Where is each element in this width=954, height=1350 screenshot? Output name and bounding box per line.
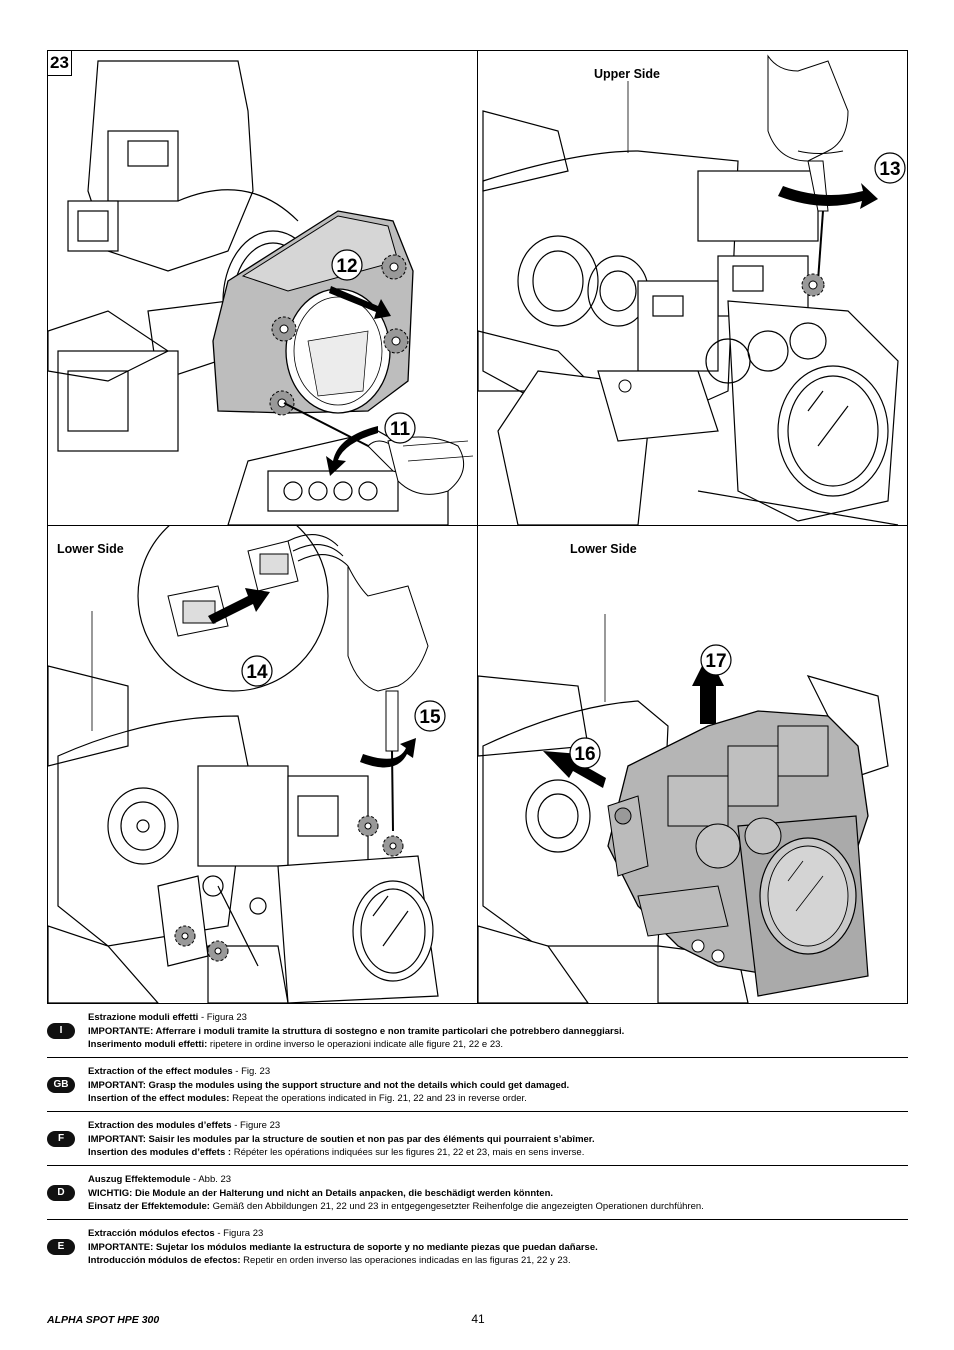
illustration-cover-removal: 11 12 — [48, 60, 474, 525]
instr-important: IMPORTANTE: Sujetar los módulos mediante… — [88, 1241, 598, 1253]
lang-badge-es: E — [47, 1239, 75, 1255]
panel-upper-side: 13 Upper Side — [478, 51, 907, 525]
effect-module-assembly — [607, 710, 869, 997]
figure-number: 23 — [48, 51, 72, 76]
instruction-italian: I Estrazione moduli effetti - Figura 23 … — [47, 1009, 908, 1063]
instruction-french: F Extraction des modules d’effets - Figu… — [47, 1117, 908, 1171]
instr-insert-text: ripetere in ordine inverso le operazioni… — [207, 1039, 504, 1050]
footer-product-name: ALPHA SPOT HPE 300 — [47, 1314, 160, 1326]
instruction-spanish: E Extracción módulos efectos - Figura 23… — [47, 1225, 908, 1279]
instr-important: IMPORTANT: Saisir les modules par la str… — [88, 1133, 595, 1145]
page-number: 41 — [471, 1312, 485, 1326]
step-13: 13 — [879, 159, 900, 180]
instr-ref: - Figura 23 — [214, 1228, 264, 1239]
step-16: 16 — [574, 744, 595, 765]
step-14: 14 — [246, 662, 268, 683]
instr-insert-label: Insertion of the effect modules: — [88, 1093, 230, 1104]
instruction-german: D Auszug Effektemodule - Abb. 23 WICHTIG… — [47, 1171, 908, 1225]
label-lower-side-left: Lower Side — [55, 542, 126, 556]
arrow-step-11 — [326, 426, 378, 476]
lang-badge-it: I — [47, 1023, 75, 1039]
front-cover-shape — [212, 210, 414, 414]
illustration-module-extraction: 17 16 — [478, 614, 889, 1003]
instr-title: Estrazione moduli effetti — [88, 1012, 199, 1023]
step-15: 15 — [419, 707, 441, 728]
label-lower-side-right: Lower Side — [568, 542, 639, 556]
instr-ref: - Fig. 23 — [232, 1066, 271, 1077]
instr-title: Extraction des modules d’effets — [88, 1120, 232, 1131]
label-upper-side: Upper Side — [592, 67, 662, 81]
lang-badge-fr: F — [47, 1131, 75, 1147]
arrow-step-14 — [208, 588, 270, 624]
lang-badge-de: D — [47, 1185, 75, 1201]
instr-title: Extracción módulos efectos — [88, 1228, 215, 1239]
arrow-step-15 — [360, 738, 416, 768]
separator — [47, 1111, 908, 1112]
panel-remove-cover: 11 12 23 — [48, 51, 477, 525]
instr-important: WICHTIG: Die Module an der Halterung und… — [88, 1187, 554, 1199]
instr-ref: - Figura 23 — [198, 1012, 247, 1023]
instr-ref: - Figure 23 — [231, 1120, 281, 1131]
instr-insert-text: Gemäß den Abbildungen 21, 22 und 23 in e… — [209, 1201, 704, 1212]
figure-23: 11 12 23 — [47, 50, 908, 1004]
instr-insert-text: Repetir en orden inverso las operaciones… — [240, 1255, 571, 1266]
lang-badge-gb: GB — [47, 1077, 75, 1093]
panel-lower-side-extraction: 17 16 Lower Side — [478, 526, 907, 1003]
instruction-english: GB Extraction of the effect modules - Fi… — [47, 1063, 908, 1117]
step-17: 17 — [705, 651, 726, 672]
instr-insert-text: Répéter les opérations indiquées sur les… — [231, 1147, 585, 1158]
instr-important: IMPORTANT: Grasp the modules using the s… — [88, 1079, 570, 1091]
instr-ref: - Abb. 23 — [190, 1174, 232, 1185]
screwdriver-hand-11 — [283, 402, 474, 495]
step-12: 12 — [336, 256, 357, 277]
instr-title: Extraction of the effect modules — [88, 1066, 233, 1077]
instr-insert-label: Inserimento moduli effetti: — [88, 1039, 208, 1050]
separator — [47, 1057, 908, 1058]
screwdriver-hand-13 — [767, 54, 849, 282]
instr-insert-label: Insertion des modules d’effets : — [88, 1147, 232, 1158]
panel-divider-vertical — [477, 51, 478, 1003]
instr-insert-label: Introducción módulos de efectos: — [88, 1255, 241, 1266]
instr-title: Auszug Effektemodule — [88, 1174, 191, 1185]
step-11: 11 — [390, 419, 411, 440]
illustration-upper-side: 13 — [478, 54, 906, 525]
arrow-step-16 — [543, 751, 606, 788]
screwdriver-hand-15 — [347, 565, 429, 832]
instr-insert-text: Repeat the operations indicated in Fig. … — [229, 1093, 527, 1104]
instr-insert-label: Einsatz der Effektemodule: — [88, 1201, 210, 1212]
separator — [47, 1219, 908, 1220]
arrow-step-13 — [778, 183, 878, 209]
separator — [47, 1165, 908, 1166]
panel-lower-side-connector: 14 15 Lower Side — [48, 526, 477, 1003]
panel-divider-horizontal — [48, 525, 907, 526]
instr-important: IMPORTANTE: Afferrare i moduli tramite l… — [88, 1025, 625, 1037]
arrow-step-12 — [329, 286, 391, 319]
illustration-lower-side-connector: 14 15 — [48, 526, 446, 1003]
